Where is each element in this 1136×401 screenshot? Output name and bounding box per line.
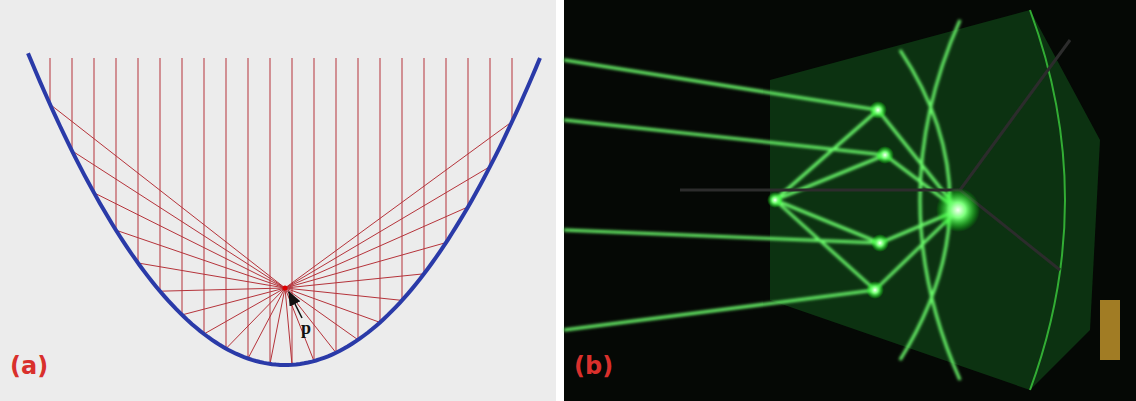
- light-ray: [72, 58, 285, 288]
- light-ray: [285, 58, 314, 361]
- focus-point: [283, 286, 288, 291]
- parabolic-mirror: [28, 53, 540, 365]
- light-ray: [116, 58, 285, 288]
- panel-a-ground: [0, 0, 556, 401]
- light-ray: [285, 58, 446, 288]
- acrylic-sheet: [770, 10, 1100, 390]
- light-ray: [94, 58, 285, 288]
- mirror-edge: [1030, 10, 1065, 390]
- light-ray: [204, 58, 285, 334]
- light-ray: [285, 58, 402, 300]
- light-ray: [285, 58, 490, 288]
- light-rays: [50, 58, 512, 365]
- panel-label: (b): [574, 352, 613, 380]
- light-ray: [285, 58, 424, 288]
- light-ray: [285, 58, 336, 353]
- focus-label: p: [301, 318, 311, 339]
- light-ray: [160, 58, 285, 291]
- support-frame: [680, 40, 1070, 270]
- photo-ground: [564, 0, 1136, 401]
- light-ray: [285, 58, 358, 340]
- leader-line: [289, 292, 302, 318]
- light-ray: [285, 58, 512, 288]
- focus-glow: [936, 188, 980, 232]
- light-ray: [270, 58, 285, 364]
- light-ray: [248, 58, 285, 359]
- panel-label: (a): [10, 352, 48, 380]
- laser-beams: [564, 20, 960, 380]
- light-ray: [285, 58, 292, 365]
